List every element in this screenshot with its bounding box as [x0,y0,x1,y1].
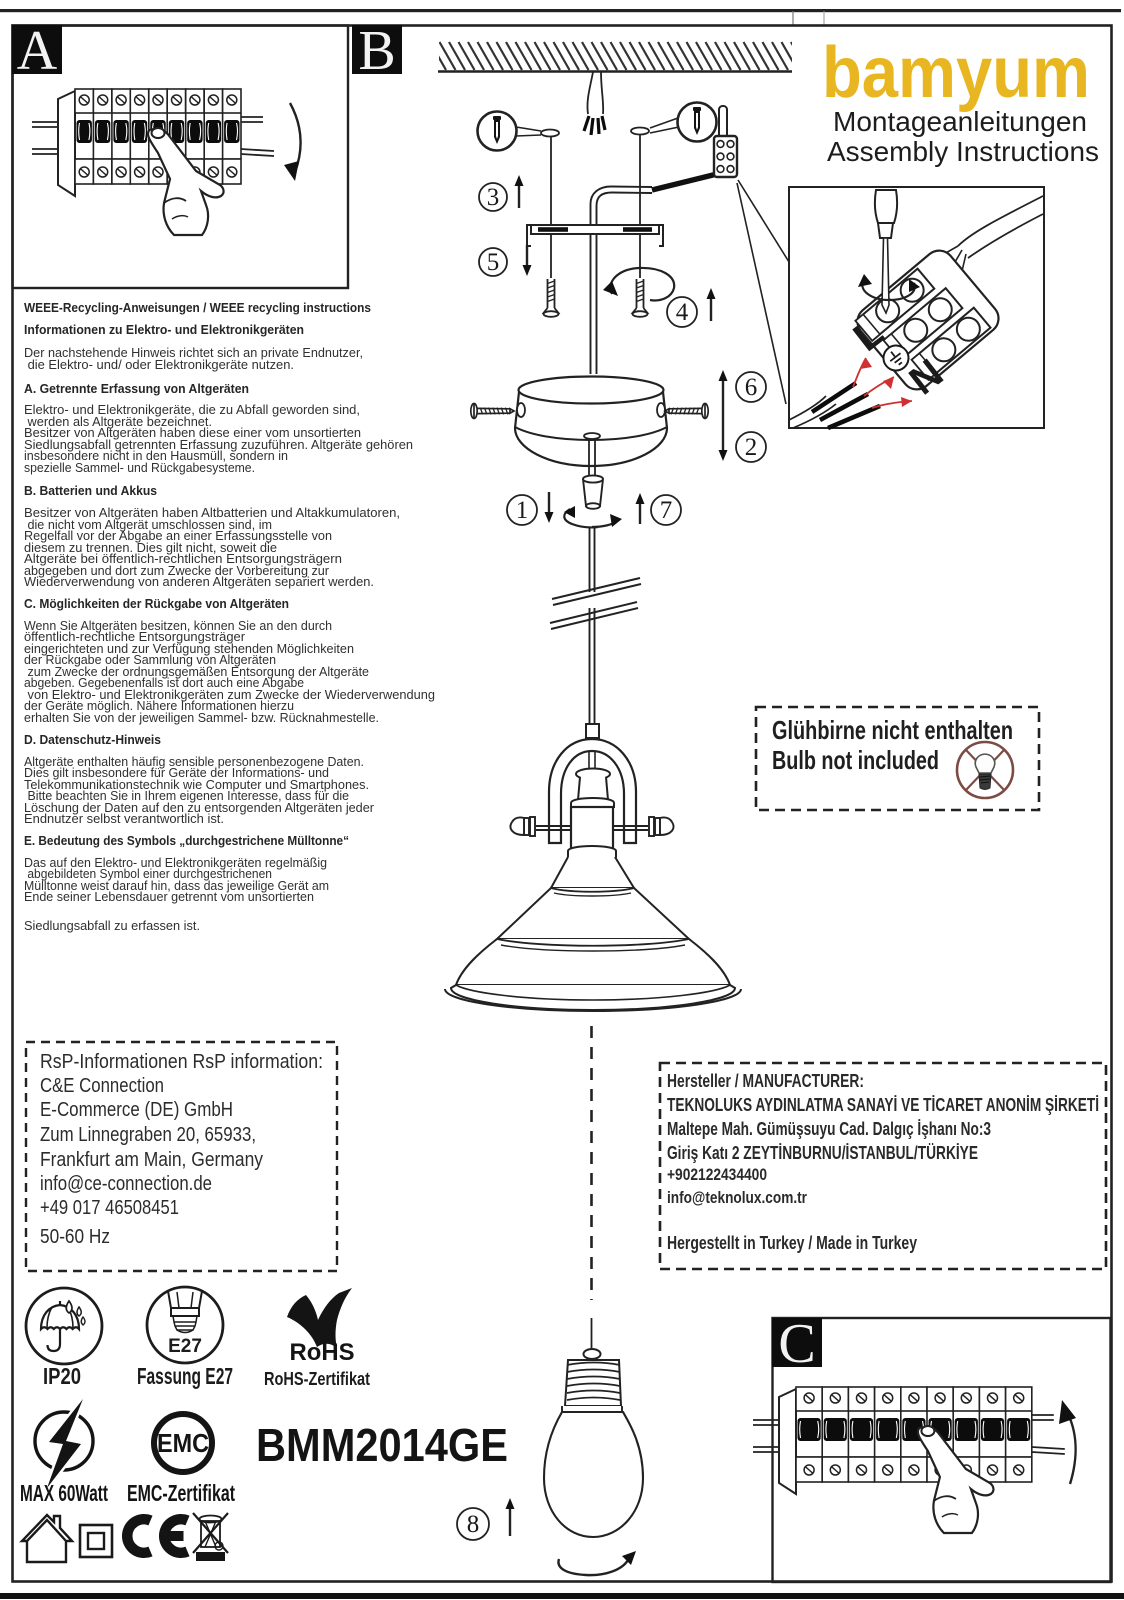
svg-text:Telekommunikationstechnik wie: Telekommunikationstechnik wie Computer u… [24,777,369,792]
svg-text:Bulb not included: Bulb not included [772,745,939,775]
svg-text:Mülltonne weist darauf hin, da: Mülltonne weist darauf hin, dass das jew… [24,878,329,893]
svg-text:C&E Connection: C&E Connection [40,1075,164,1097]
svg-text:E27: E27 [168,1336,202,1357]
svg-text:Montageanleitungen: Montageanleitungen [833,106,1087,137]
svg-text:eingerichteten und zur Verfügu: eingerichteten und zur Verfügung stehend… [24,641,354,656]
svg-text:Wenn Sie Altgeräten besitzen,: Wenn Sie Altgeräten besitzen, können Sie… [24,618,332,633]
svg-text:TEKNOLUKS AYDINLATMA SANAYİ VE: TEKNOLUKS AYDINLATMA SANAYİ VE TİCARET A… [667,1095,1099,1115]
svg-text:E. Bedeutung des Symbols „durc: E. Bedeutung des Symbols „durchgestriche… [24,833,349,848]
svg-text:abgegeben und dort zum Zwecke: abgegeben und dort zum Zwecke der Vorber… [24,563,330,578]
svg-text:Das auf den Elektro- und Elekt: Das auf den Elektro- und Elektronikgerät… [24,855,327,870]
svg-text:MAX 60Watt: MAX 60Watt [20,1480,108,1506]
svg-text:Bitte beachten Sie in Ihrem ei: Bitte beachten Sie in Ihrem eigenen Inte… [24,788,349,803]
svg-text:Glühbirne nicht enthalten: Glühbirne nicht enthalten [772,715,1013,745]
svg-text:die Elektro- und/ oder Elektro: die Elektro- und/ oder Elektronikgeräte … [24,357,294,372]
svg-text:info@teknolux.com.tr: info@teknolux.com.tr [667,1188,807,1207]
svg-text:Regelfall vor der Abgabe an ei: Regelfall vor der Abgabe an einer Erfass… [24,528,332,543]
svg-text:Besitzer von Altgeräten haben: Besitzer von Altgeräten haben diese eine… [24,425,361,440]
svg-text:+49 017 46508451: +49 017 46508451 [40,1197,179,1219]
svg-text:1: 1 [516,497,529,524]
svg-text:3: 3 [487,184,500,211]
svg-text:Elektro- und Elektronikgeräte,: Elektro- und Elektronikgeräte, die zu Ab… [24,402,360,417]
svg-text:Giriş Katı 2 ZEYTİNBURNU/İSTAN: Giriş Katı 2 ZEYTİNBURNU/İSTANBUL/TÜRKİY… [667,1143,978,1163]
svg-text:der Rückgabe oder Sammlung von: der Rückgabe oder Sammlung von Altgeräte… [24,652,276,667]
svg-text:B. Batterien und Akkus: B. Batterien und Akkus [24,483,157,498]
svg-text:Maltepe Mah. Gümüşsuyu Cad. Da: Maltepe Mah. Gümüşsuyu Cad. Dalgıç İşhan… [667,1119,991,1139]
svg-text:C: C [778,1313,815,1375]
svg-text:50-60 Hz: 50-60 Hz [40,1226,110,1248]
svg-text:EMC-Zertifikat: EMC-Zertifikat [127,1480,235,1506]
svg-text:7: 7 [660,497,673,524]
svg-text:diesem zu trennen. Dies gilt n: diesem zu trennen. Dies gilt nicht, sowe… [24,540,277,555]
svg-text:RsP-Informationen RsP informat: RsP-Informationen RsP information: [40,1051,323,1073]
svg-text:zum Zwecke der ordnungsgemäßen: zum Zwecke der ordnungsgemäßen Entsorgun… [24,664,369,679]
svg-text:Altgeräte bei öffentlich-recht: Altgeräte bei öffentlich-rechtlichen Ent… [24,551,342,566]
svg-text:RoHS-Zertifikat: RoHS-Zertifikat [264,1369,370,1389]
svg-text:Löschung der Daten auf den zu: Löschung der Daten auf den zu entsorgend… [24,800,375,815]
svg-text:RoHS: RoHS [290,1339,355,1366]
svg-text:+902122434400: +902122434400 [667,1165,767,1184]
svg-text:info@ce-connection.de: info@ce-connection.de [40,1173,212,1195]
svg-text:E-Commerce (DE) GmbH: E-Commerce (DE) GmbH [40,1099,233,1121]
svg-text:Hersteller / MANUFACTURER:: Hersteller / MANUFACTURER: [667,1071,864,1091]
svg-text:werden als Altgeräte bezeichne: werden als Altgeräte bezeichnet. [24,414,212,429]
svg-text:die nicht vom Altgerät umschlo: die nicht vom Altgerät umschlossen sind,… [24,517,272,532]
svg-text:A: A [17,20,58,82]
svg-text:bamyum: bamyum [822,33,1090,113]
svg-text:Zum Linnegraben 20, 65933,: Zum Linnegraben 20, 65933, [40,1124,256,1146]
svg-text:Informationen zu Elektro- und: Informationen zu Elektro- und Elektronik… [24,322,304,337]
svg-text:Ende seiner Lebensdauer getren: Ende seiner Lebensdauer getrennt vom uns… [24,889,314,904]
svg-text:IP20: IP20 [43,1363,81,1389]
svg-text:2: 2 [745,434,758,461]
svg-text:öffentlich-rechtliche Entsorgu: öffentlich-rechtliche Entsorgungsträger [24,629,246,644]
svg-text:Der nachstehende Hinweis richt: Der nachstehende Hinweis richtet sich an… [24,345,363,360]
svg-text:D. Datenschutz-Hinweis: D. Datenschutz-Hinweis [24,732,161,747]
svg-text:BMM2014GE: BMM2014GE [256,1419,508,1471]
svg-text:der Geräte möglich. Nähere Inf: der Geräte möglich. Nähere Informationen… [24,698,294,713]
svg-text:EMC: EMC [157,1428,209,1458]
svg-text:Fassung E27: Fassung E27 [137,1363,233,1389]
svg-text:5: 5 [487,249,500,276]
svg-text:Endnutzer selbst verantwortlic: Endnutzer selbst verantwortlich ist. [24,811,224,826]
svg-text:Siedlungsabfall getrennten Erf: Siedlungsabfall getrennten Erfassung zuz… [24,437,413,452]
svg-text:WEEE-Recycling-Anweisungen / W: WEEE-Recycling-Anweisungen / WEEE recycl… [24,300,371,315]
svg-text:Wiederverwendung von anderen A: Wiederverwendung von anderen Altgeräten … [24,574,374,589]
svg-text:abgeben. Gegebenenfalls ist do: abgeben. Gegebenenfalls ist dort auch ei… [24,675,304,690]
svg-text:von Elektro- und Elektronikger: von Elektro- und Elektronikgeräten zum Z… [24,687,435,702]
svg-text:Hergestellt in Turkey / Made i: Hergestellt in Turkey / Made in Turkey [667,1233,917,1253]
svg-text:erhalten Sie von der jeweilige: erhalten Sie von der jeweiligen Sammel- … [24,710,379,725]
svg-text:8: 8 [467,1511,480,1538]
svg-text:C. Möglichkeiten der Rückgabe: C. Möglichkeiten der Rückgabe von Altger… [24,596,289,611]
svg-text:abgebildeten Symbol einer durc: abgebildeten Symbol einer durchgestriche… [24,866,272,881]
svg-text:Siedlungsabfall zu erfassen is: Siedlungsabfall zu erfassen ist. [24,918,200,933]
svg-text:insbesondere nicht in den Haus: insbesondere nicht in den Hausmüll, sond… [24,448,288,463]
svg-text:6: 6 [745,374,758,401]
svg-text:spezielle Sammel- und Rückgabe: spezielle Sammel- und Rückgabesysteme. [24,460,255,475]
svg-text:Frankfurt am Main, Germany: Frankfurt am Main, Germany [40,1149,263,1171]
svg-text:Altgeräte enthalten häufig sen: Altgeräte enthalten häufig sensible pers… [24,754,364,769]
svg-text:Assembly Instructions: Assembly Instructions [827,136,1099,167]
svg-text:A. Getrennte Erfassung von Alt: A. Getrennte Erfassung von Altgeräten [24,381,249,396]
svg-text:B: B [358,20,395,82]
svg-text:Besitzer von Altgeräten haben: Besitzer von Altgeräten haben Altbatteri… [24,505,400,520]
svg-text:4: 4 [676,299,689,326]
svg-text:Dies gilt insbesondere für Ger: Dies gilt insbesondere für Geräte der In… [24,765,329,780]
